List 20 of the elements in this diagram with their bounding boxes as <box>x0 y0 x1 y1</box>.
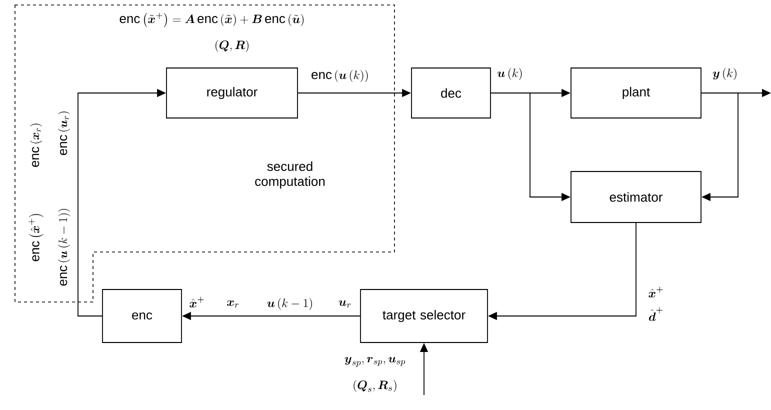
process-box: regulator <box>166 68 298 118</box>
signal-label: $\left(\boldsymbol{Q}_{s},\boldsymbol{R}_{s}\right)$ <box>352 379 398 393</box>
arrow <box>701 92 738 202</box>
signal-label: $\hat{\boldsymbol{x}}^{+}$ <box>647 286 665 298</box>
process-box: dec <box>411 68 491 118</box>
edge-label: $\mathrm{enc}\left(\boldsymbol{u}\left(k\right)\right)$ <box>310 69 370 83</box>
formula: $\mathrm{enc}\left(\tilde{\boldsymbol{x}}^{+}\right)=\boldsymbol{A}\,\mathrm{enc}\left(\tilde{\boldsymbol{x}}\right)+\boldsymbol{B}\,\mathrm{enc}\left(\tilde{\boldsymbol{u}}\right)$ <box>120 12 304 28</box>
signal-label: $\mathrm{enc}\left(\hat{\boldsymbol{x}}^{+}\right)$ <box>28 211 44 263</box>
signal-label: $\mathrm{enc}\left(\boldsymbol{x}_{r}\right)$ <box>29 122 43 168</box>
signal-label: $\boldsymbol{y}_{sp},\boldsymbol{r}_{sp},\boldsymbol{u}_{sp}$ <box>343 356 407 368</box>
edge-label: $\boldsymbol{u}\left(k\right)$ <box>496 67 524 81</box>
process-box: enc <box>102 289 182 343</box>
signal-label: $\mathrm{enc}\left(\boldsymbol{u}\left(k-1\right)\right)$ <box>57 206 71 288</box>
signal-label: $\hat{\boldsymbol{d}}^{+}$ <box>648 306 664 322</box>
signal-label: $\mathrm{enc}\left(\boldsymbol{u}_{r}\right)$ <box>57 109 71 157</box>
process-box: estimator <box>570 171 702 223</box>
edge-label: $\boldsymbol{y}\left(k\right)$ <box>711 67 739 81</box>
process-box: target selector <box>360 289 488 343</box>
formula: $\left(\boldsymbol{Q},\boldsymbol{R}\right)$ <box>216 40 248 52</box>
process-box: plant <box>570 68 702 118</box>
